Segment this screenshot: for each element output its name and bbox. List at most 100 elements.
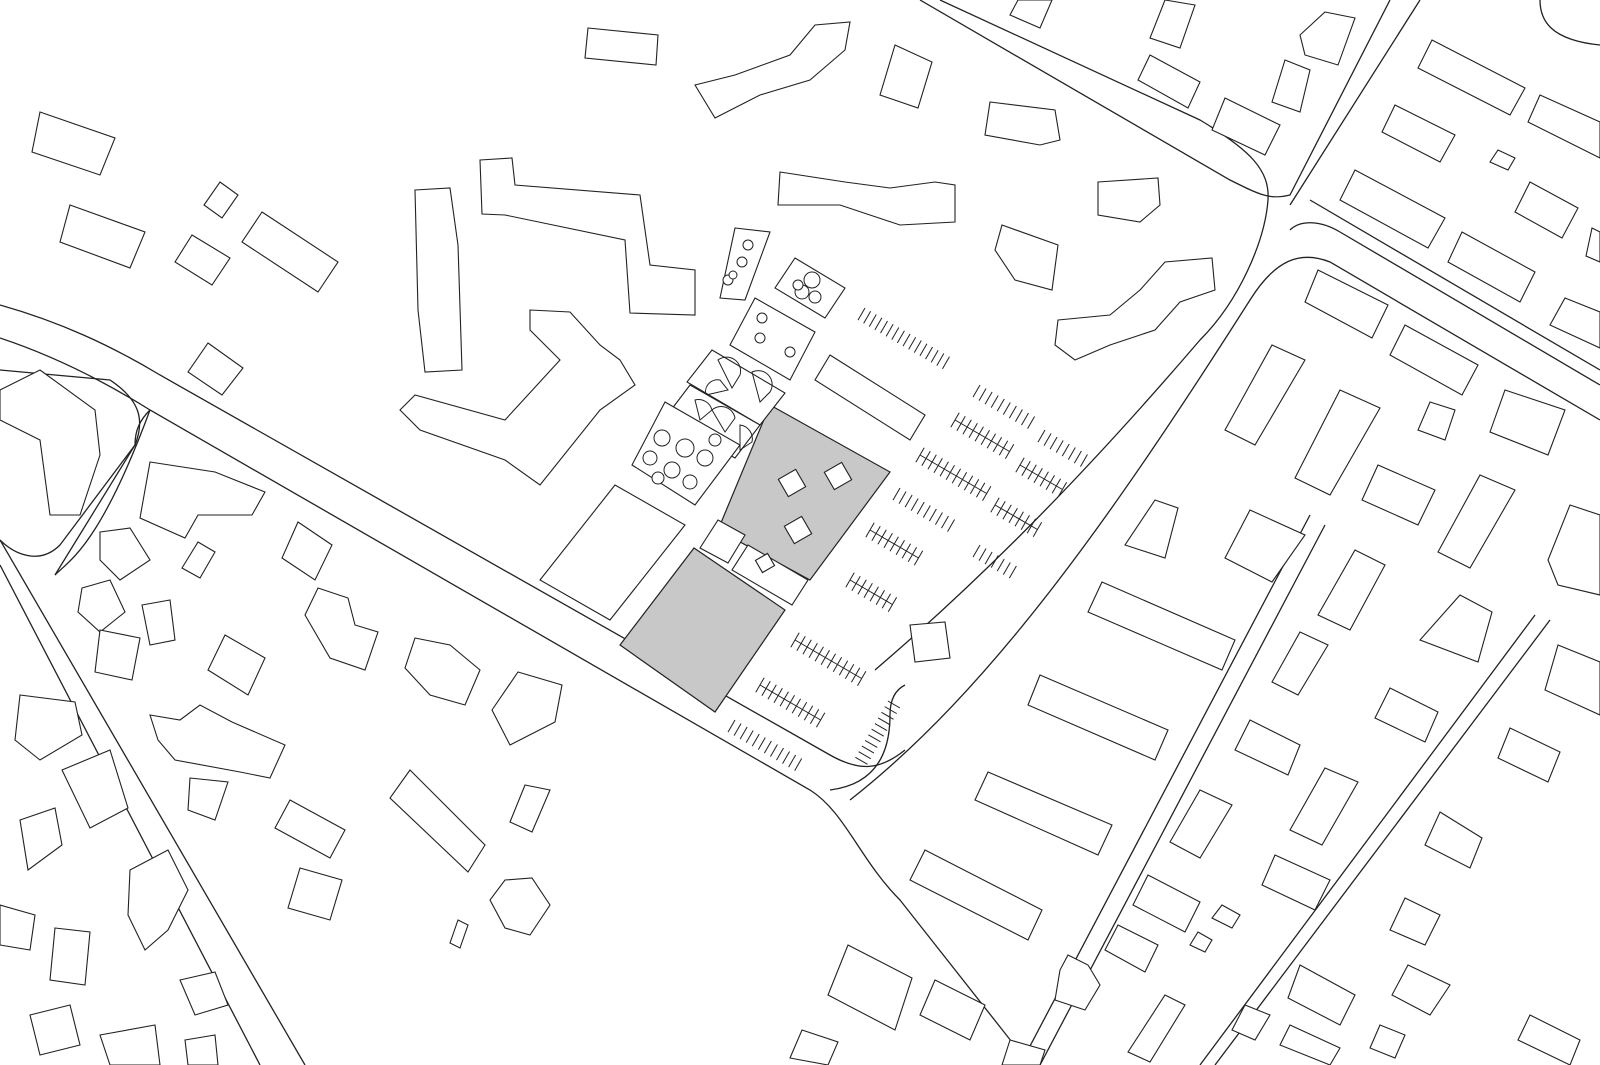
- parking-stall: [969, 478, 980, 495]
- west-road-outer: [54, 409, 151, 576]
- building: [509, 784, 551, 833]
- play-court: [751, 370, 773, 403]
- parking-stall: [936, 353, 945, 366]
- parking-stall: [739, 726, 748, 740]
- parking-row: [990, 497, 1043, 538]
- parking-row: [790, 632, 867, 687]
- parking-stall: [1043, 433, 1052, 446]
- building: [203, 181, 239, 219]
- tree: [642, 450, 658, 466]
- parking-row: [1037, 429, 1088, 467]
- building: [174, 234, 231, 286]
- parking-stall: [1051, 478, 1062, 494]
- building: [919, 979, 986, 1041]
- building: [281, 521, 333, 581]
- parking-stall: [1067, 447, 1076, 460]
- parking-stall: [968, 422, 978, 439]
- main-road-south-edge: [0, 337, 1031, 1065]
- building: [984, 101, 1061, 146]
- parking-stall: [910, 498, 919, 511]
- parking-stall: [945, 464, 955, 481]
- building: [99, 1024, 161, 1065]
- parking-stall: [950, 412, 960, 428]
- parking-stall: [974, 426, 984, 442]
- building: [404, 637, 481, 706]
- courtyard: [823, 461, 853, 491]
- parking-stall: [927, 454, 937, 470]
- parking-stall: [895, 539, 905, 556]
- parking-stall: [996, 500, 1006, 517]
- parking-row: [1015, 457, 1068, 498]
- parking-stall: [1014, 511, 1024, 527]
- building-chevron: [694, 21, 851, 119]
- parking-stall: [773, 687, 783, 704]
- parking-row: [950, 412, 1015, 460]
- building-long-bar: [814, 354, 926, 441]
- parking-stall: [1033, 467, 1043, 484]
- building-long-north: [479, 157, 696, 316]
- parking-stall: [898, 491, 907, 504]
- parking-stall: [864, 739, 878, 748]
- building: [179, 971, 229, 1016]
- tree: [803, 271, 821, 289]
- building: [1211, 904, 1241, 929]
- parking-stall: [745, 730, 754, 743]
- building: [29, 1004, 81, 1056]
- parking-stall: [838, 660, 849, 676]
- parking-stall: [767, 684, 777, 700]
- building: [1489, 149, 1516, 171]
- building: [1294, 389, 1381, 496]
- building: [827, 944, 913, 1031]
- building: [1224, 509, 1306, 583]
- parking-stall: [809, 708, 820, 725]
- parking-stall: [832, 656, 843, 673]
- building: [141, 599, 176, 646]
- parking-stall: [986, 433, 997, 449]
- parking-stall: [733, 723, 742, 736]
- building: [1124, 499, 1179, 559]
- project-building-hall: [619, 547, 786, 713]
- parking-stall: [1026, 518, 1037, 534]
- building: [1389, 897, 1441, 946]
- building: [1339, 169, 1446, 249]
- tree: [756, 312, 768, 324]
- parking-stall: [990, 395, 999, 408]
- building: [1097, 177, 1161, 223]
- parking-stall: [1004, 443, 1015, 460]
- building-kiosk: [909, 621, 951, 663]
- parking-stall: [1002, 402, 1011, 415]
- building-bent: [399, 309, 636, 486]
- building: [274, 799, 346, 859]
- building: [1127, 994, 1186, 1063]
- parking-stall: [865, 522, 875, 538]
- parking-stall: [877, 717, 891, 726]
- building: [974, 771, 1113, 856]
- parking-stall: [913, 340, 922, 353]
- parking-stall: [939, 461, 949, 477]
- parking-stall: [751, 733, 760, 747]
- building: [1149, 0, 1196, 49]
- parking-stall: [881, 711, 894, 720]
- building: [1234, 719, 1301, 776]
- parking-stall: [1027, 464, 1037, 480]
- parking-stall: [871, 728, 885, 737]
- east-road-c: [1199, 614, 1536, 1065]
- northeast-road-b: [1289, 0, 1421, 206]
- parking-stall: [978, 548, 987, 561]
- building: [1497, 727, 1561, 783]
- building: [0, 904, 36, 951]
- parking-stall: [942, 356, 950, 370]
- link-box: [754, 552, 776, 574]
- parking-stall: [1080, 454, 1088, 467]
- building: [1447, 231, 1536, 303]
- tree: [708, 433, 722, 447]
- building: [19, 807, 63, 871]
- parking-stall: [896, 330, 905, 344]
- tree: [742, 239, 754, 251]
- parking-stall: [861, 745, 875, 754]
- parking-stall: [915, 447, 925, 463]
- parking-row: [865, 522, 924, 566]
- building: [94, 629, 141, 681]
- parking-row: [892, 487, 955, 532]
- parking-stall: [770, 744, 778, 757]
